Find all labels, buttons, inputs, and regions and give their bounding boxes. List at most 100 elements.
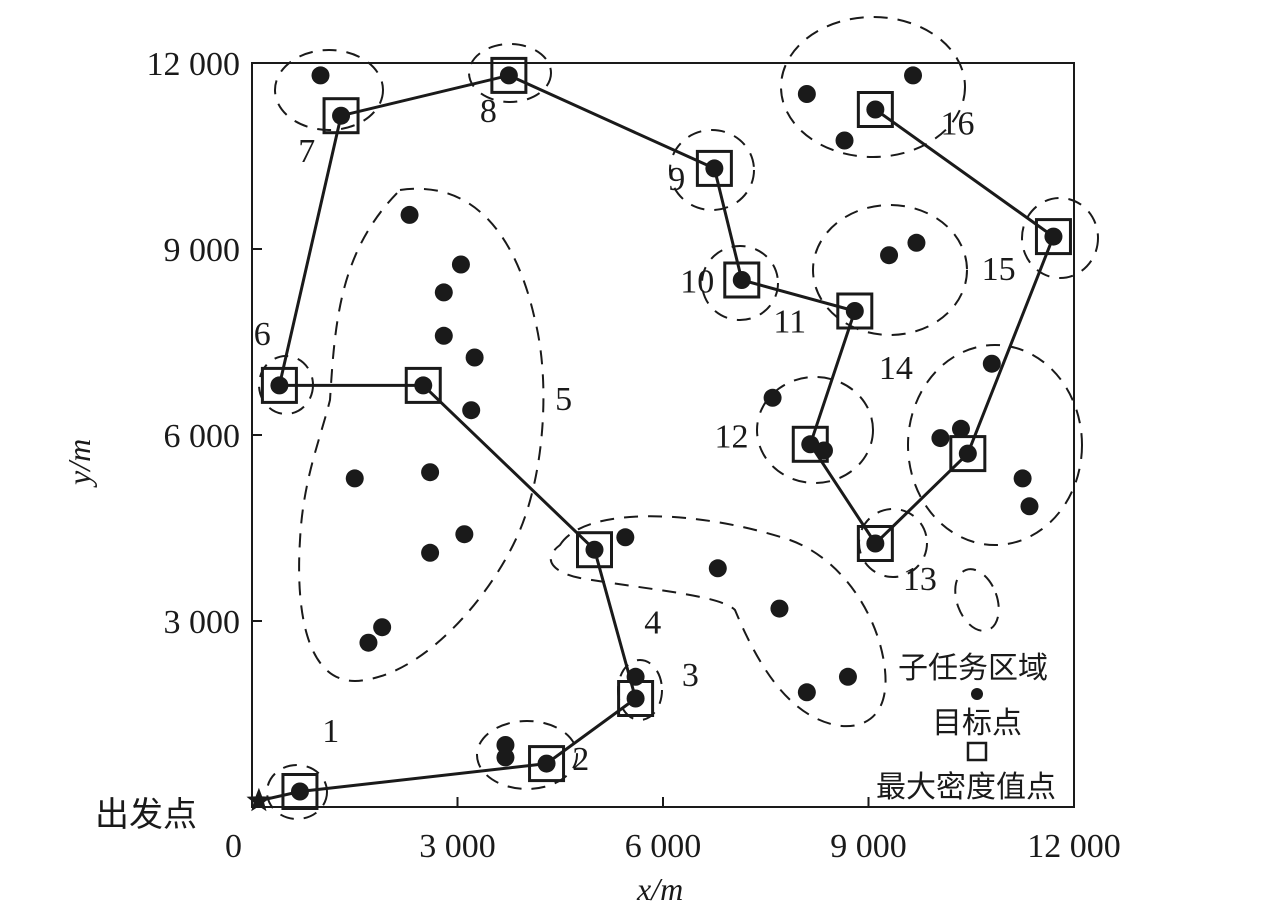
region-label-3: 3	[682, 657, 699, 694]
region-outline-15b	[1021, 197, 1099, 279]
max-density-square	[856, 91, 894, 128]
target-point	[414, 376, 433, 395]
target-point	[537, 754, 556, 773]
region-label-8: 8	[480, 93, 497, 130]
target-point	[585, 540, 604, 559]
max-density-markers	[260, 56, 1072, 810]
max-density-square	[723, 261, 761, 299]
target-point	[499, 66, 518, 85]
legend-target-label: 目标点	[932, 706, 1022, 741]
target-point	[332, 106, 351, 125]
max-density-square	[791, 425, 829, 463]
max-density-square	[404, 366, 442, 404]
plot-frame	[251, 62, 1075, 808]
target-point	[931, 429, 950, 448]
max-density-square	[856, 525, 894, 562]
region-label-5: 5	[555, 381, 572, 418]
target-point	[290, 782, 309, 801]
target-point	[708, 559, 727, 578]
target-point	[616, 528, 635, 547]
target-points	[270, 66, 1063, 801]
max-density-square	[695, 149, 733, 187]
region-label-2: 2	[572, 741, 589, 778]
target-point	[904, 66, 923, 85]
route-line	[277, 73, 1055, 793]
x-tick-label: 6 000	[625, 828, 702, 865]
target-point	[880, 246, 899, 265]
region-label-13: 13	[903, 561, 937, 598]
target-point	[421, 463, 440, 482]
max-density-square	[576, 531, 613, 569]
y-axis-title: y/m	[61, 439, 97, 488]
region-label-12: 12	[715, 418, 749, 455]
region-label-14: 14	[879, 350, 913, 387]
target-point	[797, 85, 816, 103]
subtask-regions	[258, 16, 1099, 820]
target-point	[434, 283, 453, 302]
region-label-11: 11	[773, 304, 806, 341]
region-outline-7	[274, 49, 384, 131]
region-outline-1	[266, 764, 328, 820]
region-label-6: 6	[254, 316, 271, 353]
target-point	[866, 100, 885, 119]
target-point	[270, 376, 289, 395]
region-label-10: 10	[680, 263, 714, 300]
start-label: 出发点	[95, 795, 197, 835]
region-label-7: 7	[298, 133, 315, 170]
region-label-16: 16	[941, 105, 975, 142]
target-point	[434, 326, 453, 345]
max-density-square	[322, 97, 360, 135]
region-label-1: 1	[322, 713, 339, 750]
target-point	[496, 736, 515, 754]
y-tick-label: 3 000	[164, 604, 241, 641]
x-tick-label: 3 000	[419, 828, 496, 865]
target-point	[455, 525, 474, 544]
max-density-square	[528, 745, 566, 783]
max-density-square	[490, 56, 528, 94]
target-point	[838, 667, 857, 686]
legend-max-marker	[966, 741, 988, 762]
target-point	[835, 131, 854, 150]
target-point	[496, 748, 515, 767]
target-point	[770, 599, 789, 618]
max-density-square	[281, 773, 319, 810]
target-point	[801, 435, 820, 454]
target-point	[373, 618, 392, 637]
target-point	[958, 444, 977, 463]
target-point	[451, 255, 470, 274]
max-density-square	[260, 366, 298, 404]
y-tick-label: 6 000	[164, 418, 241, 455]
target-point	[797, 683, 816, 702]
region-outline-12	[756, 376, 874, 484]
target-point	[814, 441, 833, 460]
region-outline-8	[468, 43, 552, 103]
legend-max-label: 最大密度值点	[876, 770, 1056, 805]
target-point	[421, 543, 440, 562]
max-density-square	[949, 435, 987, 473]
target-point	[626, 667, 645, 686]
region-label-9: 9	[668, 161, 685, 198]
target-point	[462, 401, 481, 420]
target-point	[907, 233, 926, 252]
target-point	[951, 419, 970, 438]
x-tick-label: 9 000	[830, 828, 907, 865]
target-point	[1013, 469, 1032, 488]
start-star-icon	[246, 787, 272, 812]
target-point	[400, 205, 419, 224]
target-point	[626, 689, 645, 708]
x-tick-label: 12 000	[1027, 828, 1121, 865]
target-point	[359, 633, 378, 652]
region-outline-4	[549, 515, 887, 728]
max-density-square	[1034, 218, 1072, 256]
target-point	[1020, 497, 1039, 516]
target-point	[982, 354, 1001, 373]
target-point	[845, 302, 864, 320]
x-tick-label: 0	[225, 828, 242, 865]
region-outline-16	[780, 16, 966, 158]
region-outline-2	[476, 720, 578, 790]
y-tick-label: 12 000	[147, 46, 241, 83]
